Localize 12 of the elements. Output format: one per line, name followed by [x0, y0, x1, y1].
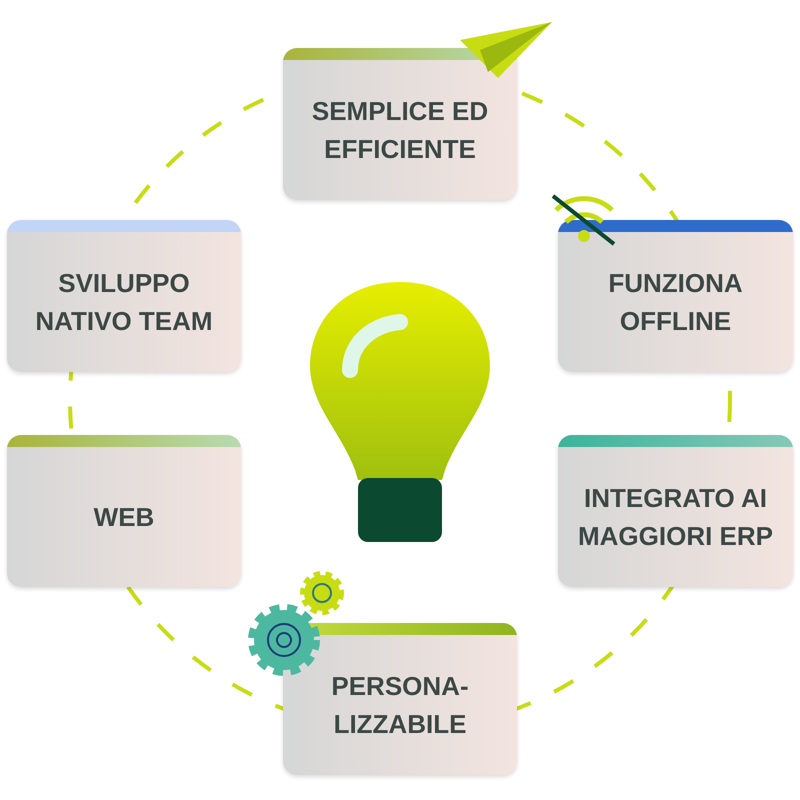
- feature-label: PERSONA-LIZZABILE: [330, 670, 470, 741]
- feature-card: [283, 48, 517, 200]
- feature-label: INTEGRATO AI MAGGIORI ERP: [576, 482, 774, 553]
- feature-label: SVILUPPO NATIVO TEAM: [34, 267, 214, 338]
- feature-card: [558, 220, 793, 372]
- feature-label: FUNZIONA OFFLINE: [607, 267, 744, 338]
- feature-label: SEMPLICE ED EFFICIENTE: [310, 95, 490, 166]
- feature-card: [7, 220, 241, 372]
- feature-label: WEB: [94, 501, 154, 534]
- feature-card: [283, 623, 517, 775]
- feature-card: [558, 435, 793, 587]
- feature-card: [7, 435, 241, 587]
